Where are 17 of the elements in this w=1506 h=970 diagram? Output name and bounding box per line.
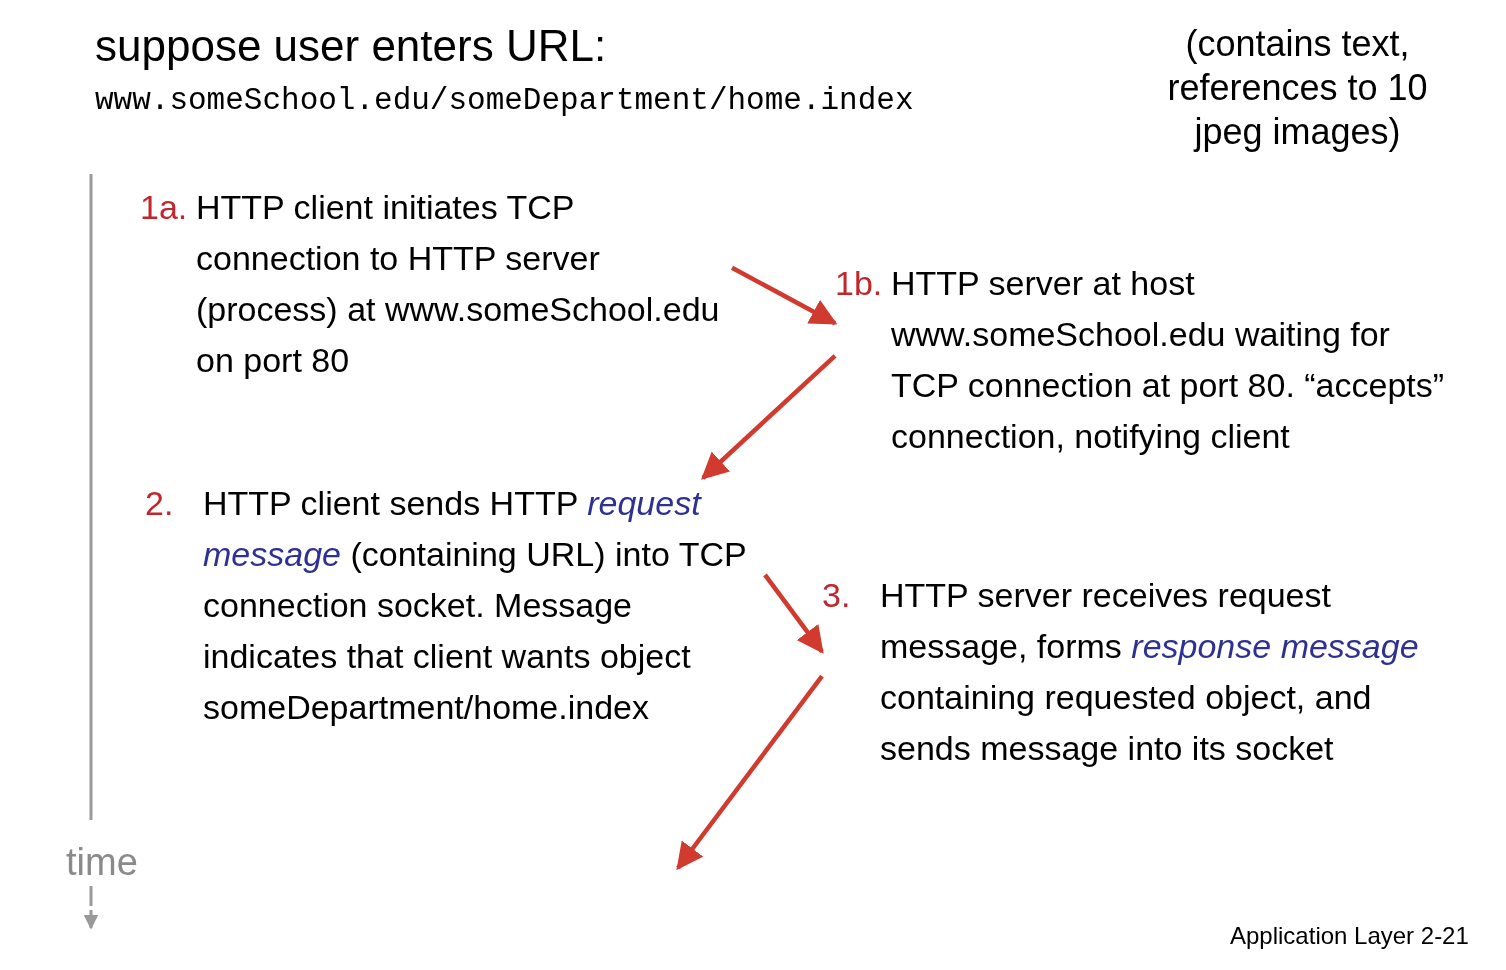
- arrow: [730, 265, 838, 326]
- arrow: [701, 354, 837, 480]
- step-text: HTTP client sends HTTP request message (containing URL) into TCP connection socket. Message indicates that client wants object someDepartment/home.index: [203, 483, 747, 728]
- url-text: www.someSchool.edu/someDepartment/home.index: [95, 82, 914, 120]
- title: suppose user enters URL:: [95, 20, 607, 72]
- step-number: 1a.: [140, 187, 189, 228]
- step-number: 3.: [822, 575, 852, 616]
- arrow: [676, 674, 824, 871]
- time-label: time: [66, 840, 138, 885]
- slide-number: Application Layer 2-21: [1230, 921, 1469, 951]
- step-number: 1b.: [835, 263, 884, 304]
- arrow: [763, 573, 824, 654]
- note-text: (contains text, references to 10 jpeg images): [1166, 22, 1429, 154]
- step-text: HTTP client initiates TCP connection to HTTP server (process) at www.someSchool.edu on port 80: [196, 187, 721, 381]
- step-number: 2.: [145, 483, 175, 524]
- step-text: HTTP server at host www.someSchool.edu waiting for TCP connection at port 80. “accepts” connection, notifying client: [891, 263, 1445, 457]
- step-text: HTTP server receives request message, forms response message containing requested object, and sends message into its socket: [880, 575, 1420, 769]
